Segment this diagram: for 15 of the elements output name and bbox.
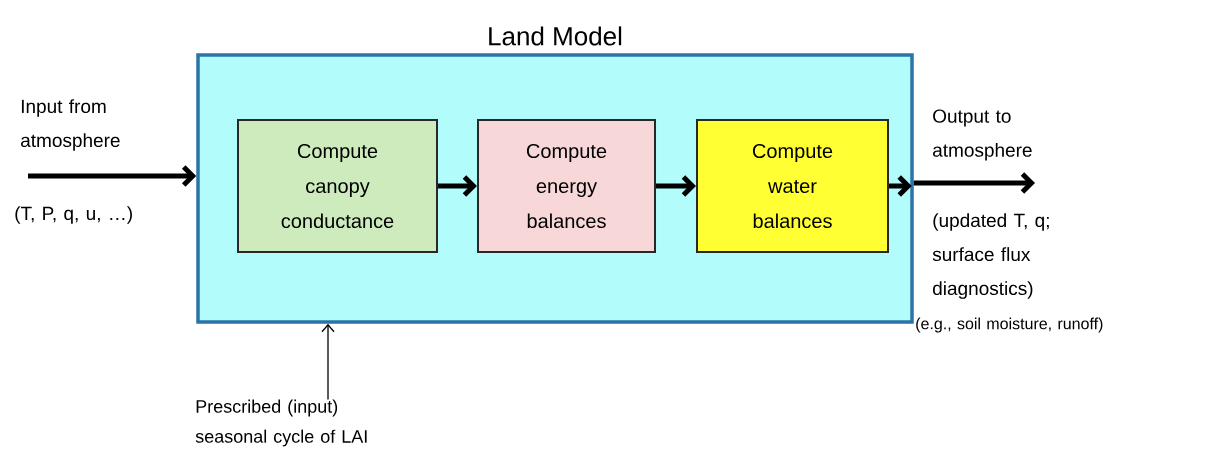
- process-box: Compute energy balances: [477, 119, 656, 253]
- arrow: [28, 165, 197, 187]
- box-title: Land Model: [489, 26, 622, 46]
- output-description: (updated T, q; surface flux diagnostics): [932, 213, 1049, 299]
- edge-label: Output to atmosphere: [933, 109, 1032, 161]
- output-examples: (e.g., soil moisture, runoff): [916, 317, 1103, 333]
- arrow: [913, 172, 1035, 194]
- prescribed-input-text: Prescribed (input) seasonal cycle of LAI: [195, 399, 367, 447]
- edge-label: Input from atmosphere: [21, 99, 120, 151]
- arrow: [321, 323, 335, 401]
- process-box: Compute canopy conductance: [237, 119, 438, 253]
- process-box: Compute water balances: [696, 119, 889, 253]
- parameter-list: (T, P, q, u, …): [15, 206, 132, 224]
- arrow: [438, 175, 477, 197]
- arrow: [656, 175, 696, 197]
